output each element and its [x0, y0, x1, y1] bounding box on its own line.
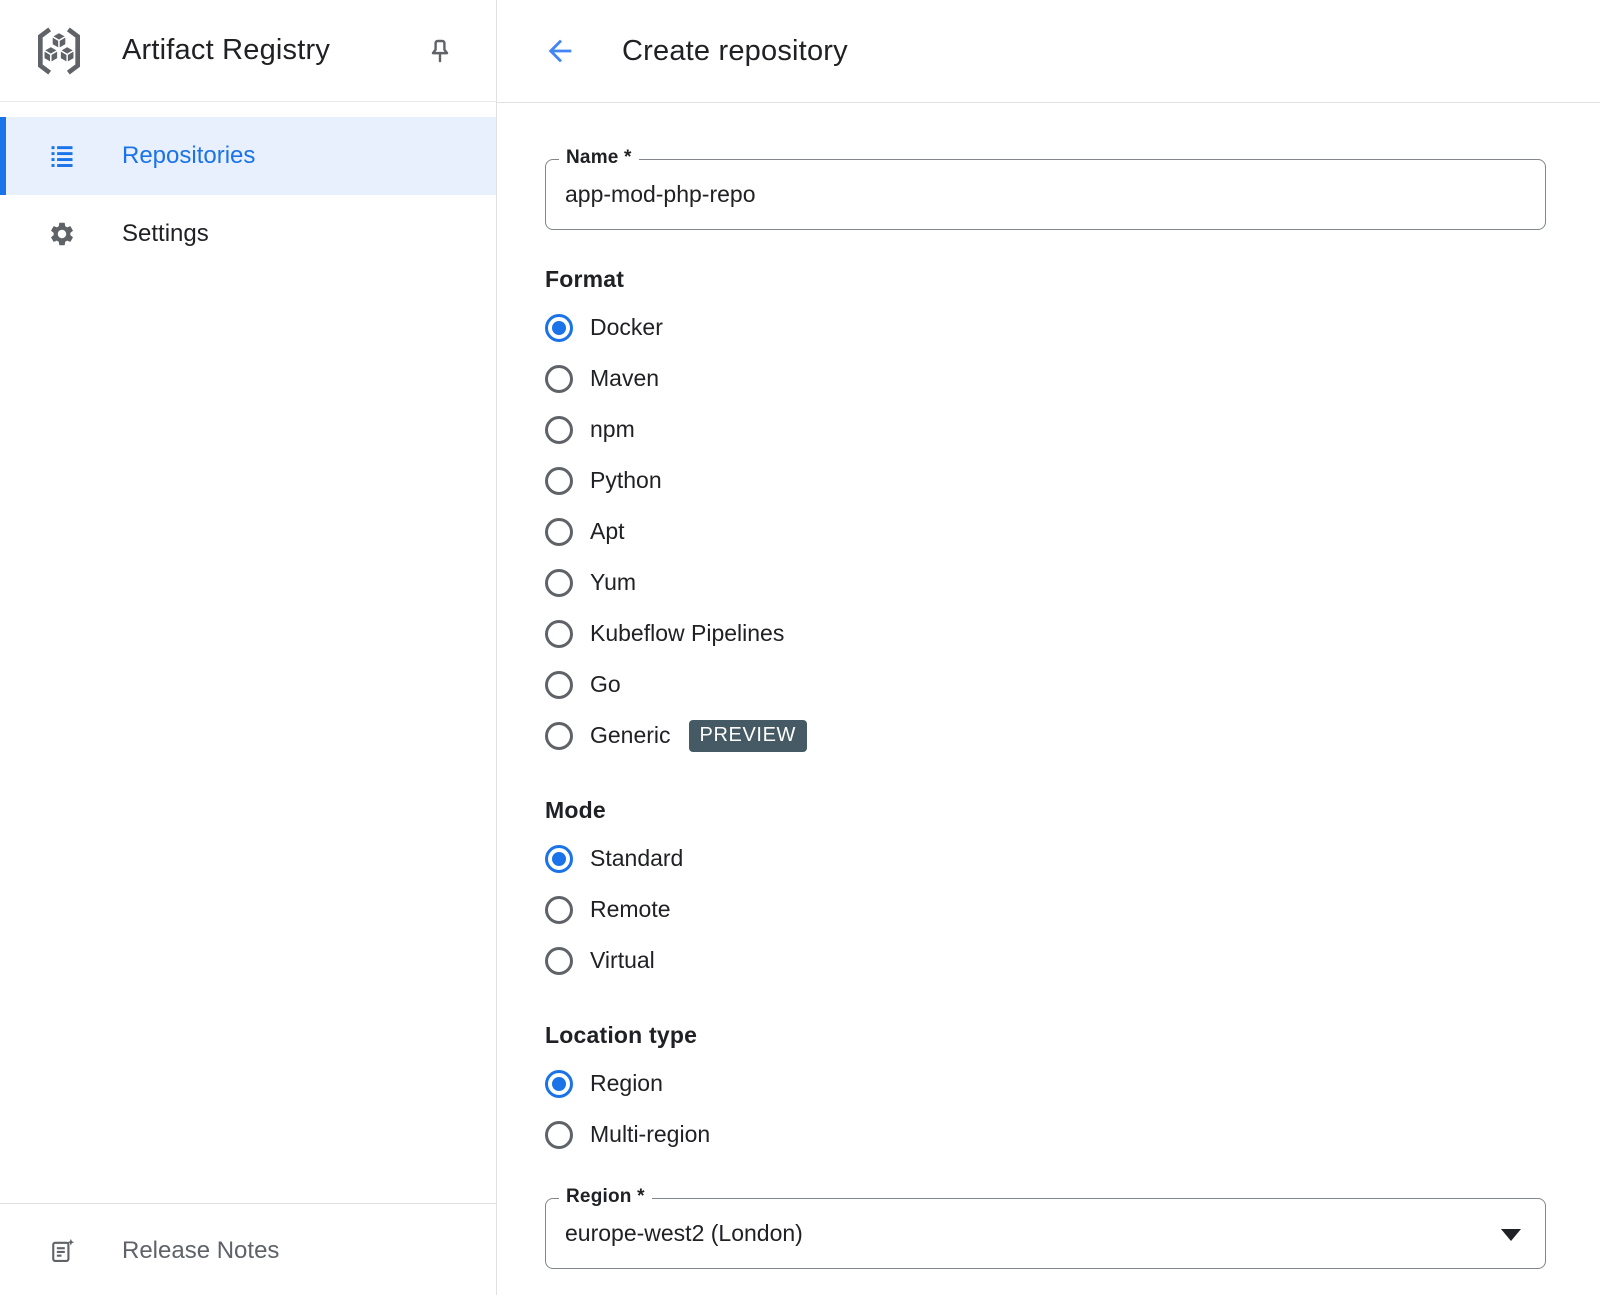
- radio-option-kubeflow-pipelines[interactable]: Kubeflow Pipelines: [545, 608, 1546, 659]
- sidebar-footer: Release Notes: [0, 1203, 496, 1295]
- radio-option-remote[interactable]: Remote: [545, 884, 1546, 935]
- radio-unselected-icon[interactable]: [545, 670, 573, 699]
- radio-unselected-icon[interactable]: [545, 721, 573, 750]
- radio-label: Apt: [590, 518, 625, 544]
- name-field-value: app-mod-php-repo: [565, 181, 756, 207]
- radio-label: Kubeflow Pipelines: [590, 620, 785, 646]
- radio-option-go[interactable]: Go: [545, 659, 1546, 710]
- radio-unselected-icon[interactable]: [545, 568, 573, 597]
- region-select[interactable]: Region * europe-west2 (London): [545, 1186, 1546, 1269]
- radio-unselected-icon[interactable]: [545, 895, 573, 924]
- radio-label: Python: [590, 467, 662, 493]
- radio-selected-icon[interactable]: [545, 313, 573, 342]
- pin-icon[interactable]: [418, 29, 462, 73]
- list-icon: [48, 142, 76, 170]
- release-notes-link[interactable]: Release Notes: [0, 1204, 496, 1295]
- app-title: Artifact Registry: [122, 34, 331, 66]
- radio-label: Maven: [590, 365, 660, 391]
- mode-section-label: Mode: [545, 797, 606, 823]
- name-field[interactable]: Name * app-mod-php-repo: [545, 147, 1546, 230]
- main-content: Create repository Name * app-mod-php-rep…: [497, 0, 1600, 1295]
- radio-option-python[interactable]: Python: [545, 455, 1546, 506]
- radio-label: Standard: [590, 845, 684, 871]
- radio-option-generic[interactable]: Generic PREVIEW: [545, 710, 1546, 761]
- radio-option-yum[interactable]: Yum: [545, 557, 1546, 608]
- radio-label: Yum: [590, 569, 637, 595]
- sidebar-item-label: Repositories: [122, 142, 256, 169]
- radio-option-maven[interactable]: Maven: [545, 353, 1546, 404]
- radio-label: Multi-region: [590, 1121, 711, 1147]
- radio-unselected-icon[interactable]: [545, 946, 573, 975]
- radio-option-apt[interactable]: Apt: [545, 506, 1546, 557]
- sidebar-nav: Repositories Settings: [0, 102, 496, 1203]
- dropdown-arrow-icon: [1501, 1228, 1521, 1241]
- radio-unselected-icon[interactable]: [545, 1120, 573, 1149]
- product-header: Artifact Registry: [0, 0, 496, 102]
- radio-unselected-icon[interactable]: [545, 364, 573, 393]
- sidebar-item-label: Settings: [122, 220, 209, 247]
- radio-label: Generic: [590, 722, 671, 748]
- radio-selected-icon[interactable]: [545, 844, 573, 873]
- radio-label: Virtual: [590, 947, 655, 973]
- radio-option-region[interactable]: Region: [545, 1058, 1546, 1109]
- region-select-value: europe-west2 (London): [565, 1220, 803, 1246]
- radio-label: Go: [590, 671, 621, 697]
- radio-selected-icon[interactable]: [545, 1069, 573, 1098]
- preview-badge: PREVIEW: [688, 719, 807, 752]
- radio-option-multi-region[interactable]: Multi-region: [545, 1109, 1546, 1160]
- region-select-label: Region *: [559, 1186, 652, 1208]
- arrow-back-icon[interactable]: [538, 29, 582, 73]
- radio-option-docker[interactable]: Docker: [545, 302, 1546, 353]
- artifact-registry-logo-icon: [30, 23, 88, 79]
- radio-label: Remote: [590, 896, 671, 922]
- release-notes-label: Release Notes: [122, 1236, 280, 1264]
- page-title: Create repository: [622, 34, 848, 67]
- radio-label: Region: [590, 1070, 663, 1096]
- radio-unselected-icon[interactable]: [545, 415, 573, 444]
- radio-option-standard[interactable]: Standard: [545, 833, 1546, 884]
- location-type-section-label: Location type: [545, 1022, 698, 1048]
- radio-unselected-icon[interactable]: [545, 466, 573, 495]
- gear-icon: [48, 220, 76, 248]
- sidebar-item-settings[interactable]: Settings: [0, 195, 496, 273]
- sidebar-item-repositories[interactable]: Repositories: [0, 117, 496, 195]
- page-header: Create repository: [497, 0, 1600, 103]
- radio-option-npm[interactable]: npm: [545, 404, 1546, 455]
- radio-option-virtual[interactable]: Virtual: [545, 935, 1546, 986]
- radio-unselected-icon[interactable]: [545, 517, 573, 546]
- format-section-label: Format: [545, 266, 625, 292]
- name-field-label: Name *: [559, 147, 639, 169]
- release-notes-icon: [48, 1237, 76, 1265]
- sidebar: Artifact Registry Repositori: [0, 0, 497, 1295]
- radio-unselected-icon[interactable]: [545, 619, 573, 648]
- radio-label: npm: [590, 416, 635, 442]
- radio-label: Docker: [590, 314, 663, 340]
